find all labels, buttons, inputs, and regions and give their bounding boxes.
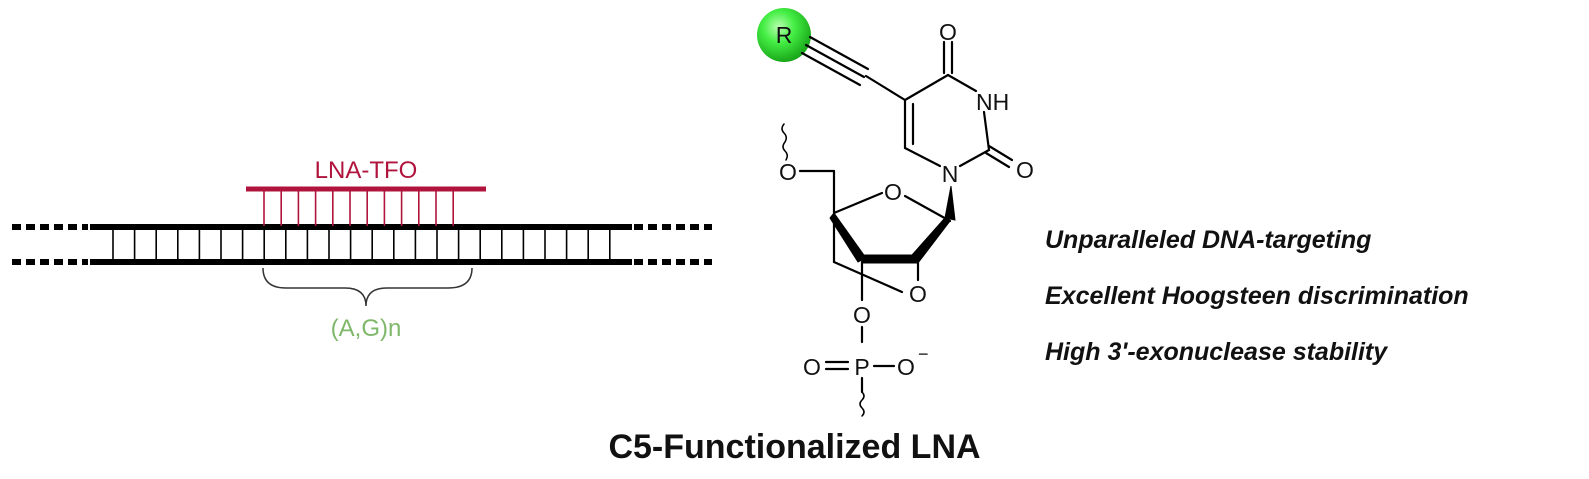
- atom-o-c4: O: [939, 19, 957, 45]
- o5-wavy-bond: [781, 123, 789, 161]
- c2-o-bond-a: [987, 144, 1014, 162]
- target-label: (A,G)n: [331, 315, 402, 342]
- tfo-label: LNA-TFO: [315, 157, 418, 184]
- c3-c2-bold: [861, 254, 919, 264]
- base-pairs: [112, 227, 611, 262]
- r-group-sphere: [757, 8, 811, 62]
- alkyne-bond-1: [804, 43, 866, 79]
- target-brace: [262, 267, 473, 307]
- atom-o-minus: O: [897, 354, 915, 380]
- r-group-label: R: [776, 22, 793, 48]
- p-wavy-bond: [859, 391, 865, 417]
- bullet-hoogsteen: Excellent Hoogsteen discrimination: [1045, 282, 1469, 310]
- atom-nh: NH: [976, 89, 1009, 115]
- atom-o3: O: [853, 302, 871, 328]
- c5-c4-bond: [903, 73, 950, 102]
- bullet-dna-targeting: Unparalleled DNA-targeting: [1045, 226, 1372, 254]
- c1-o4-bond: [903, 194, 952, 223]
- charge-minus: −: [918, 344, 929, 364]
- alkyne-to-c5-bond: [864, 74, 907, 102]
- atom-p: P: [854, 354, 869, 380]
- figure-caption: C5-Functionalized LNA: [608, 428, 981, 466]
- bullet-exonuclease: High 3'-exonuclease stability: [1045, 338, 1388, 366]
- alkyne-bond-2: [808, 35, 870, 71]
- tfo-hoogsteen-bonds: [263, 189, 455, 226]
- alkyne-bond-3: [800, 51, 862, 87]
- duplex-diagram: LNA-TFO (A,G)n: [12, 157, 712, 342]
- atom-o-double: O: [803, 354, 821, 380]
- glycosidic-wedge: [944, 185, 956, 221]
- atom-n1: N: [942, 161, 959, 187]
- c4-n3-bond: [946, 73, 978, 93]
- n3-c2-bond: [982, 110, 991, 152]
- lna-structure: [757, 8, 1014, 417]
- n1-c6-bond: [903, 146, 942, 168]
- bridge-ch2-o-bond: [832, 260, 904, 294]
- atom-o-bridge: O: [909, 281, 927, 307]
- atom-labels: R O NH N O O O O O P O O −: [776, 19, 1034, 380]
- c2-c1-wedge: [911, 218, 951, 264]
- atom-o5: O: [779, 159, 797, 185]
- c4-c3-wedge: [829, 212, 867, 263]
- o4-c4-bond: [832, 191, 884, 215]
- atom-o4-ring: O: [884, 179, 902, 205]
- c2-n1-bond: [958, 148, 991, 168]
- c2-o-bond-b: [984, 151, 1011, 169]
- atom-o-c2: O: [1016, 157, 1034, 183]
